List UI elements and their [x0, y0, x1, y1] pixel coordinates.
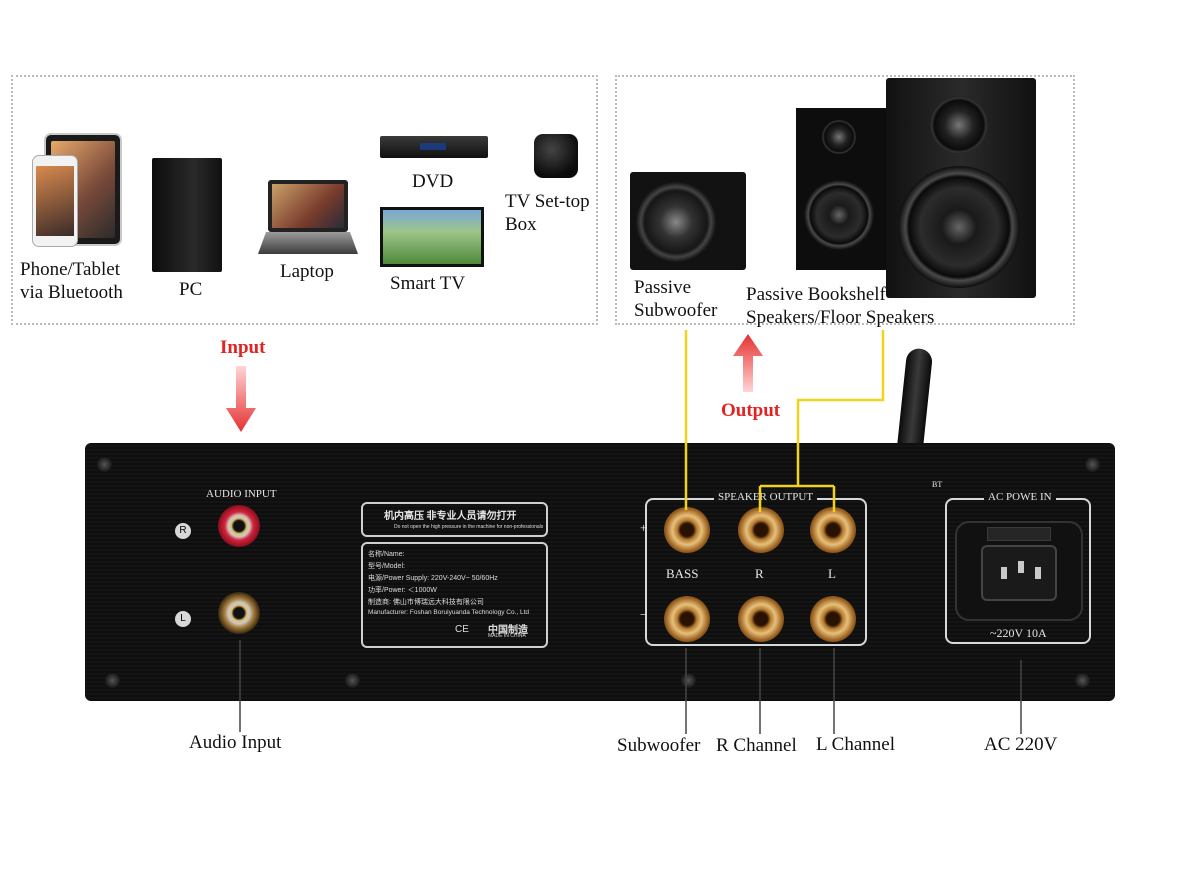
plate-name: 名称/Name:	[368, 551, 405, 558]
dvd-player-image	[380, 136, 488, 158]
output-devices-box	[615, 75, 1075, 325]
smart-tv-image	[380, 207, 484, 267]
bookshelf-speaker-right-image	[886, 78, 1036, 298]
output-label: Output	[721, 400, 781, 421]
pc-image	[152, 158, 222, 272]
label-phone-tablet: Phone/Tablet via Bluetooth	[20, 259, 123, 303]
ac-rating: ~220V 10A	[990, 626, 1047, 640]
binding-post-bass-minus[interactable]	[664, 596, 710, 642]
label-smart-tv: Smart TV	[390, 273, 466, 294]
tv-box-image	[534, 134, 578, 178]
binding-post-l-minus[interactable]	[810, 596, 856, 642]
bookshelf-speaker-left-image	[796, 108, 892, 270]
plus-marker: +	[640, 520, 648, 535]
screw	[1075, 673, 1090, 688]
nameplate	[361, 542, 548, 648]
fuse-holder	[987, 527, 1051, 541]
binding-post-r-plus[interactable]	[738, 507, 784, 553]
label-tv-box: TV Set-top Box	[505, 191, 590, 235]
channel-label-bass: BASS	[666, 566, 699, 581]
binding-post-l-plus[interactable]	[810, 507, 856, 553]
laptop-base	[258, 232, 358, 254]
audio-input-title: AUDIO INPUT	[206, 488, 277, 500]
jack-l-marker: L	[175, 611, 191, 627]
plate-made-in-en: MADE IN CHINA	[488, 633, 526, 639]
subwoofer-image	[630, 172, 746, 270]
rca-jack-left[interactable]	[218, 592, 260, 634]
plate-maker: 制造商: 佛山市博瑞远大科技有限公司	[368, 599, 484, 606]
channel-label-l: L	[828, 566, 836, 581]
callout-subwoofer: Subwoofer	[617, 735, 701, 756]
phone-image	[32, 155, 78, 247]
output-arrow	[733, 334, 763, 392]
iec-power-socket[interactable]	[955, 521, 1083, 621]
jack-r-marker: R	[175, 523, 191, 539]
callout-r-channel: R Channel	[716, 735, 797, 756]
minus-marker: −	[640, 607, 648, 622]
input-arrow	[226, 366, 256, 432]
screw	[345, 673, 360, 688]
label-pc: PC	[179, 279, 203, 300]
label-passive-bookshelf: Passive Bookshelf Speakers/Floor Speaker…	[746, 284, 935, 328]
warning-text: 机内高压 非专业人员请勿打开	[384, 511, 517, 522]
binding-post-r-minus[interactable]	[738, 596, 784, 642]
plate-model: 型号/Model:	[368, 563, 405, 570]
label-laptop: Laptop	[280, 261, 334, 282]
channel-label-r: R	[755, 566, 764, 581]
screw	[681, 673, 696, 688]
screw	[105, 673, 120, 688]
speaker-output-title: SPEAKER OUTPUT	[714, 491, 818, 503]
plate-made-in: 中国制造	[488, 625, 528, 636]
amplifier-rear-panel	[85, 443, 1115, 701]
callout-audio-input: Audio Input	[189, 732, 282, 753]
plate-ce-mark: CE	[455, 624, 469, 635]
callout-l-channel: L Channel	[816, 734, 895, 755]
plate-power: 功率/Power: ＜1000W	[368, 587, 437, 594]
warning-label	[361, 502, 548, 537]
ac-input-title: AC POWE IN	[984, 491, 1056, 503]
input-sources-box	[11, 75, 598, 325]
plate-supply: 电源/Power Supply: 220V-240V~ 50/60Hz	[368, 575, 498, 582]
rca-jack-right[interactable]	[218, 505, 260, 547]
bluetooth-marker: BT	[932, 480, 943, 489]
screw	[1085, 457, 1100, 472]
label-passive-subwoofer: Passive Subwoofer	[634, 277, 718, 321]
input-label: Input	[220, 337, 266, 358]
label-dvd: DVD	[412, 171, 454, 192]
screw	[97, 457, 112, 472]
laptop-image	[268, 180, 348, 232]
binding-post-bass-plus[interactable]	[664, 507, 710, 553]
warning-subtext: Do not open the high pressure in the mac…	[394, 524, 544, 530]
plate-manufacturer: Manufacturer: Foshan Boruiyuanda Technol…	[368, 609, 530, 616]
callout-ac-220v: AC 220V	[984, 734, 1058, 755]
